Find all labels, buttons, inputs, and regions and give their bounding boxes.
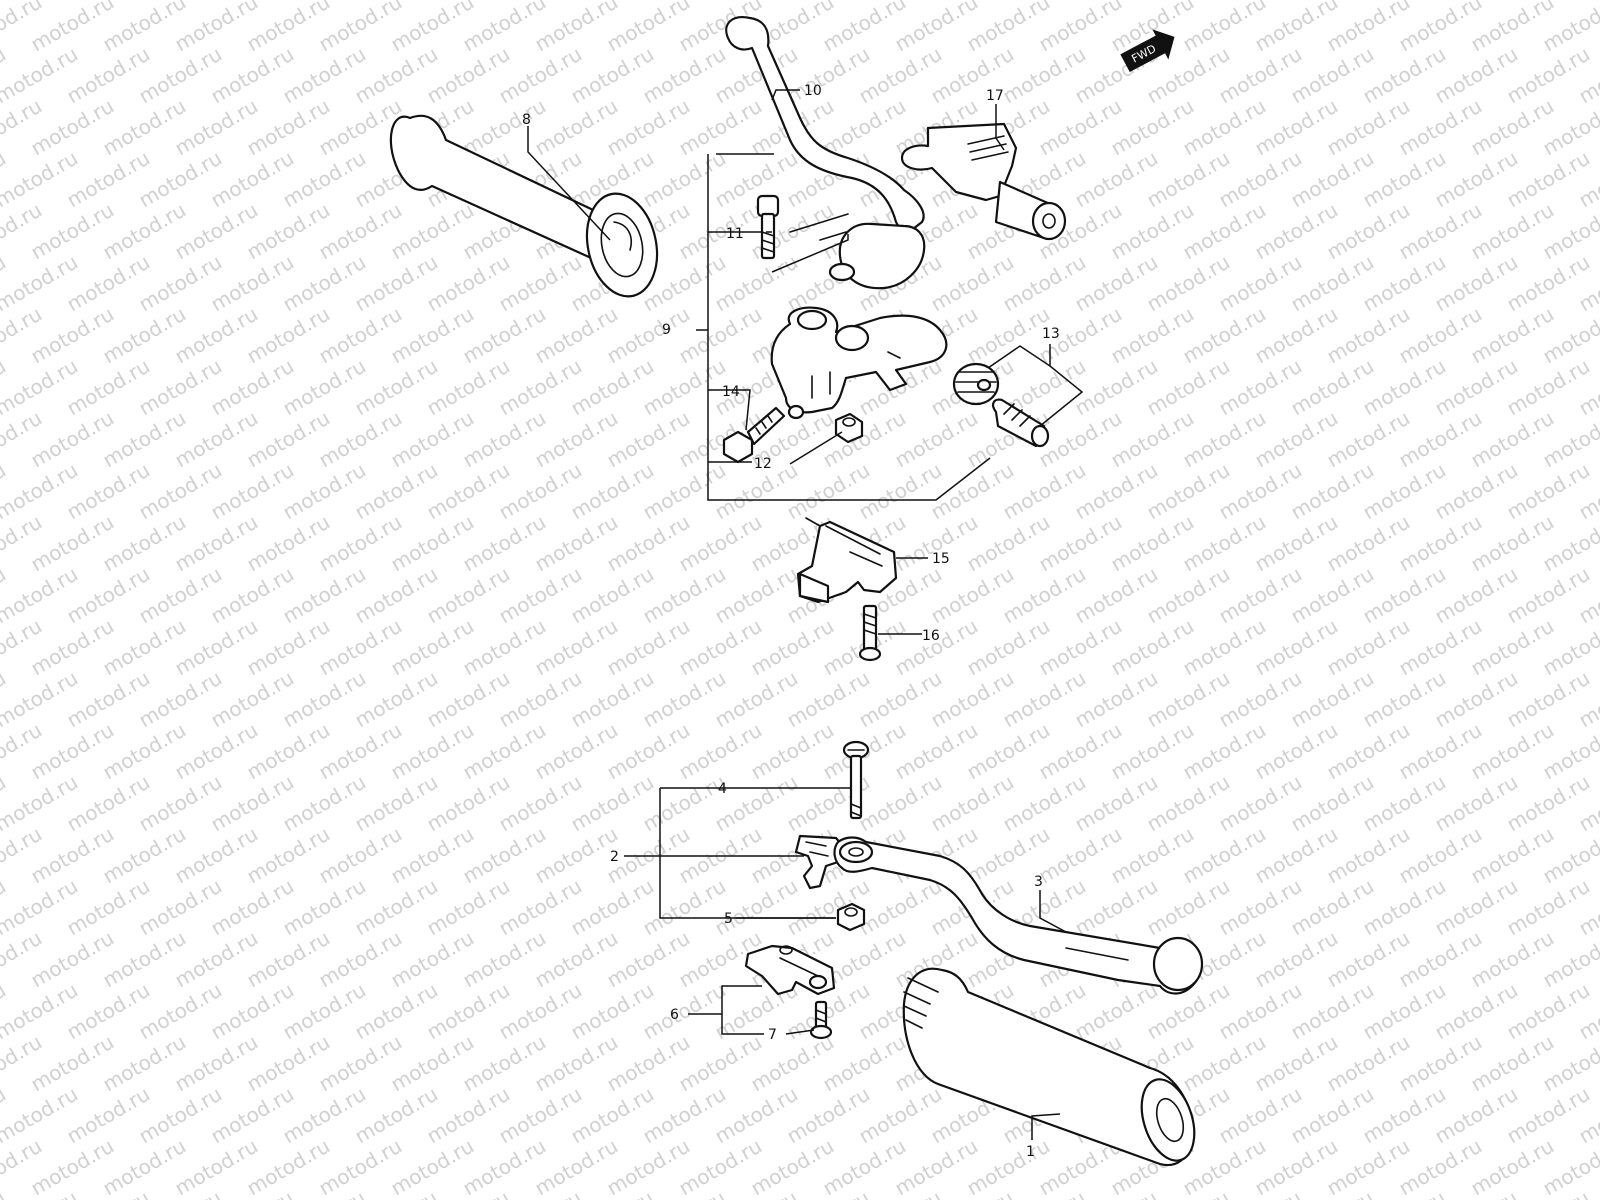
brake-switch-6 [744, 944, 836, 996]
callout-15: 15 [932, 551, 950, 567]
clutch-lever-upper [725, 16, 926, 290]
callout-13: 13 [1042, 326, 1060, 342]
switch-17 [900, 122, 1067, 241]
watermark-text: motod.ru [1575, 0, 1600, 4]
callout-4: 4 [718, 781, 727, 797]
pivot-bolt-11 [756, 194, 780, 260]
callout-12: 12 [754, 456, 772, 472]
screw-7 [809, 1000, 833, 1040]
callout-1: 1 [1026, 1144, 1035, 1160]
brake-lever-3 [833, 836, 1204, 995]
grip-left [389, 114, 659, 298]
callout-11: 11 [726, 226, 744, 242]
throttle-grip-1 [902, 967, 1196, 1167]
callout-numbers: 8 10 17 11 9 13 14 12 15 16 4 2 3 5 6 7 … [522, 83, 1060, 1160]
leader-lines [527, 89, 1084, 1140]
fwd-arrow-icon: FWD [1120, 29, 1175, 73]
screw-16 [858, 604, 882, 662]
clutch-switch-15 [796, 517, 898, 604]
watermark-text: motod.ru [0, 1186, 10, 1200]
pivot-bolt-4 [842, 740, 870, 820]
callout-9: 9 [662, 322, 671, 338]
nut-12 [834, 412, 864, 444]
bolt-14 [722, 406, 786, 464]
callout-3: 3 [1034, 874, 1043, 890]
adjuster-13 [952, 362, 1050, 448]
callout-5: 5 [724, 911, 733, 927]
clutch-perch-9 [770, 306, 948, 420]
callout-16: 16 [922, 628, 940, 644]
callout-7: 7 [768, 1027, 777, 1043]
callout-2: 2 [610, 849, 619, 865]
callout-10: 10 [804, 83, 822, 99]
callout-17: 17 [986, 88, 1004, 104]
nut-5 [836, 902, 866, 932]
callout-14: 14 [722, 384, 740, 400]
callout-6: 6 [670, 1007, 679, 1023]
callout-8: 8 [522, 112, 531, 128]
